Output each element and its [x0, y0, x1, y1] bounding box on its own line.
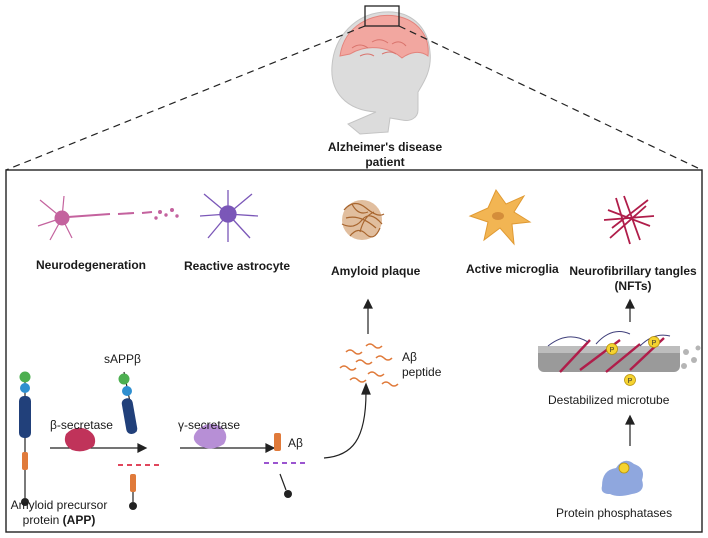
- patient-label-line1: Alzheimer's disease: [327, 140, 443, 154]
- amyloid-plaque-icon: [341, 200, 385, 240]
- microtube-label: Destabilized microtube: [548, 393, 670, 407]
- zoom-line-left: [5, 25, 366, 171]
- phospho-label-1: P: [610, 347, 615, 354]
- app-label-line2: protein (APP): [0, 513, 118, 527]
- reactive-astrocyte-label: Reactive astrocyte: [184, 259, 291, 273]
- nft-label-line2: (NFTs): [614, 279, 652, 293]
- sappb-label: sAPPβ: [104, 352, 141, 366]
- abeta-fragment-icon: [264, 433, 306, 498]
- neurodegeneration-label: Neurodegeneration: [36, 258, 147, 272]
- active-microglia-icon: [468, 188, 532, 246]
- abeta-peptide-label-line1: Aβ: [402, 350, 417, 364]
- protein-phosphatases-icon: [601, 460, 643, 496]
- patient-label-line2: patient: [365, 155, 405, 169]
- gamma-secretase-label: γ-secretase: [178, 418, 241, 432]
- abeta-peptide-label-line2: peptide: [402, 365, 442, 379]
- gamma-secretase-enzyme: [193, 424, 227, 449]
- phospho-label-3: P: [628, 378, 633, 385]
- amyloid-plaque-label: Amyloid plaque: [331, 264, 421, 278]
- neurofibrillary-tangles-icon: [603, 195, 655, 245]
- app-label-line2-prefix: protein: [22, 513, 63, 527]
- sappb-fragment-icon: [118, 371, 160, 510]
- phospho-label-2: P: [652, 340, 657, 347]
- reactive-astrocyte-icon: [199, 190, 259, 242]
- beta-secretase-label: β-secretase: [50, 418, 113, 432]
- patient-head-illustration: [331, 5, 431, 135]
- pathway-arrows: [50, 298, 635, 459]
- beta-secretase-enzyme: [64, 427, 96, 452]
- app-label-line1: Amyloid precursor: [10, 498, 108, 512]
- abeta-fragment-label: Aβ: [288, 436, 303, 450]
- app-protein-icon: [19, 371, 31, 506]
- protein-phosphatases-label: Protein phosphatases: [556, 506, 673, 520]
- destabilized-microtube-icon: P P P: [538, 331, 701, 386]
- abeta-peptides-icon: [339, 343, 399, 387]
- zoom-line-right: [398, 25, 703, 171]
- app-label-line2-abbrev: (APP): [62, 513, 96, 527]
- zoom-box: [5, 169, 703, 533]
- nft-label-line1: Neurofibrillary tangles: [569, 264, 697, 278]
- active-microglia-label: Active microglia: [466, 262, 559, 276]
- neurodegeneration-icon: [37, 195, 179, 241]
